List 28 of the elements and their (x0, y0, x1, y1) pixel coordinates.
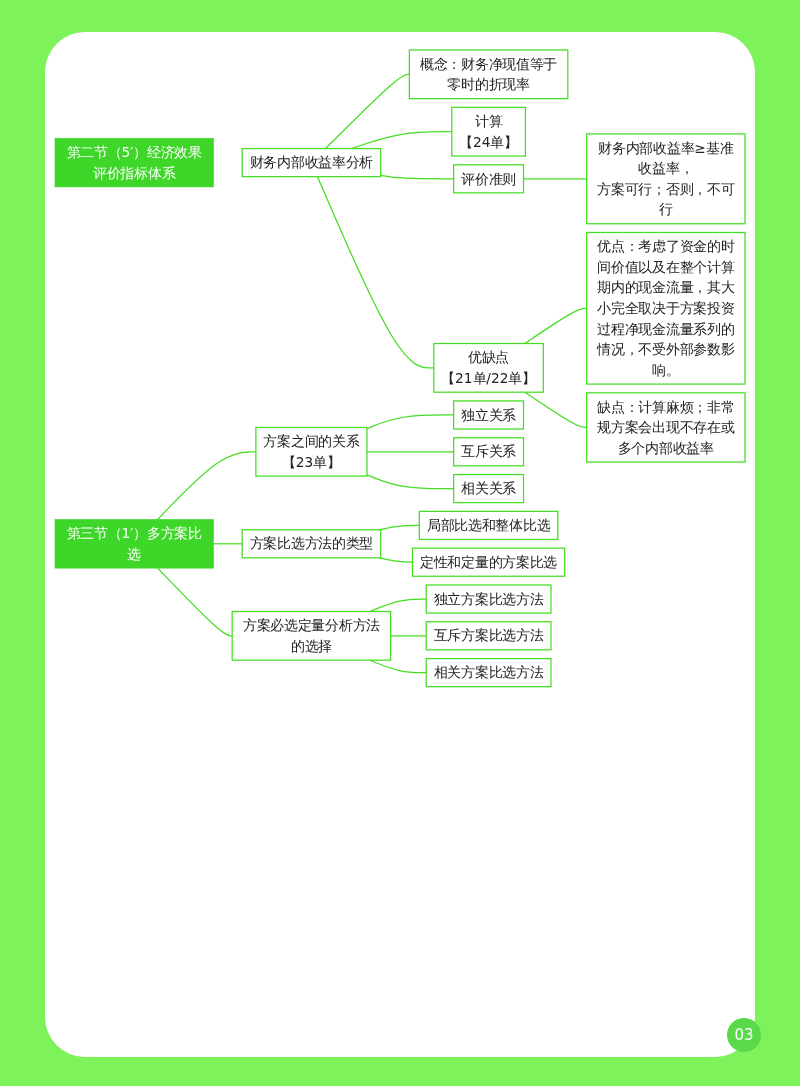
node-box: 财务内部收益率分析 (241, 147, 382, 178)
node-box: 评价准则 (453, 164, 525, 194)
node-box: 方案之间的关系 【23单】 (255, 426, 368, 477)
node-box: 方案比选方法的类型 (241, 529, 382, 559)
node-box: 概念：财务净现值等于零时的折现率 (408, 49, 569, 100)
node-box: 独立关系 (453, 400, 525, 430)
connector (324, 73, 410, 150)
connector (369, 598, 427, 613)
node-box: 局部比选和整体比选 (418, 510, 559, 541)
node-box: 缺点：计算麻烦；非常规方案会出现不存在或多个内部收益率 (585, 392, 746, 463)
connector (157, 567, 233, 637)
node-box: 优点：考虑了资金的时间价值以及在整个计算期内的现金流量，其大小完全取决于方案投资过程净现金流量系列的情况，不受外部参数影响。 (585, 231, 746, 385)
node-box: 相关关系 (453, 473, 525, 504)
connector (212, 543, 243, 545)
node-box: 互斥关系 (453, 437, 525, 467)
node-box: 财务内部收益率≥基准收益率， 方案可行；否则，不可行 (585, 133, 746, 225)
page-number: 03 (727, 1018, 761, 1052)
node-box: 独立方案比选方法 (425, 584, 552, 614)
node-box: 第二节（5′）经济效果评价指标体系 (54, 137, 214, 188)
connector (378, 524, 420, 531)
node-box: 方案必选定量分析方法的选择 (231, 610, 392, 661)
node-box: 定性和定量的方案比选 (411, 547, 566, 577)
node-box: 第三节（1′）多方案比选 (54, 519, 214, 569)
node-box: 优缺点 【21单/22单】 (433, 342, 544, 393)
node-box: 互斥方案比选方法 (425, 621, 552, 651)
connector (390, 635, 427, 637)
node-box: 计算 【24单】 (451, 106, 527, 157)
node-box: 相关方案比选方法 (425, 657, 552, 688)
